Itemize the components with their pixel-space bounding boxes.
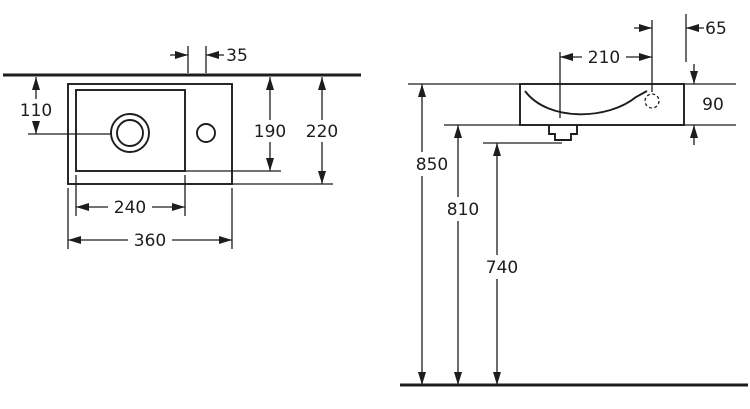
dim-210-label: 210 bbox=[588, 48, 620, 68]
dim-810-label-bg bbox=[440, 197, 487, 221]
dim-240-label-bg bbox=[108, 196, 152, 218]
dim-110-label: 110 bbox=[20, 101, 52, 121]
dim-190-label-bg bbox=[248, 120, 292, 142]
dim-360-label: 360 bbox=[134, 231, 166, 251]
dim-210-label-bg bbox=[582, 46, 626, 68]
dim-90-label: 90 bbox=[702, 95, 724, 115]
dim-65-label: 65 bbox=[705, 19, 727, 39]
dim-110-label-bg bbox=[16, 99, 56, 121]
dim-810-label: 810 bbox=[447, 200, 479, 220]
dim-190-label: 190 bbox=[254, 122, 286, 142]
dim-740-label-bg bbox=[479, 255, 526, 279]
dim-220-label: 220 bbox=[306, 122, 338, 142]
tap-hole-circle-front bbox=[644, 93, 660, 109]
dim-220-label-bg bbox=[300, 120, 344, 142]
dim-35-label: 35 bbox=[226, 46, 248, 66]
basin-outline-front bbox=[519, 83, 685, 126]
dim-850-label: 850 bbox=[416, 155, 448, 175]
bowl-curve-front bbox=[524, 90, 648, 116]
drain-outer-circle bbox=[110, 113, 150, 153]
bowl-outline-plan bbox=[75, 89, 186, 172]
dim-360-label-bg bbox=[128, 229, 172, 251]
dim-850-label-bg bbox=[409, 152, 456, 176]
dim-740-label: 740 bbox=[486, 258, 518, 278]
tap-hole-circle-plan bbox=[196, 123, 216, 143]
drain-inner-circle bbox=[116, 119, 144, 147]
dim-240-label: 240 bbox=[114, 198, 146, 218]
drain-outlet-front bbox=[548, 125, 578, 141]
